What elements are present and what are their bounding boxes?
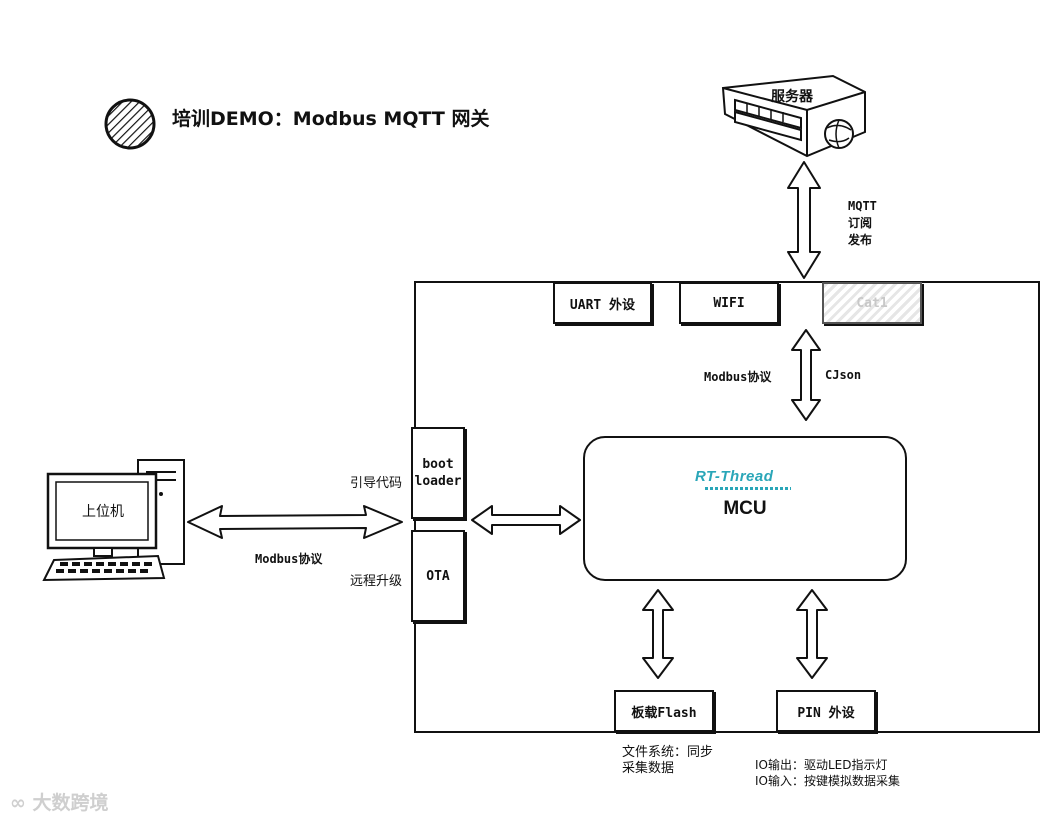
pin-note-output: IO输出：驱动LED指示灯 bbox=[755, 758, 888, 772]
ota-note: 远程升级 bbox=[350, 574, 403, 589]
flash-block: 板载Flash bbox=[614, 690, 714, 732]
pin-peripheral: PIN 外设 bbox=[776, 690, 876, 732]
uart-peripheral: UART 外设 bbox=[553, 282, 652, 324]
server-label: 服务器 bbox=[771, 89, 813, 105]
modbus-protocol-label: Modbus协议 bbox=[704, 370, 772, 384]
watermark-logo-icon: ∞ bbox=[10, 792, 26, 814]
computer-icon bbox=[42, 459, 185, 582]
pin-note-input: IO输入：按键模拟数据采集 bbox=[755, 774, 900, 788]
boot-mcu-arrow bbox=[471, 505, 581, 535]
host-label: 上位机 bbox=[82, 504, 124, 520]
bootloader-note: 引导代码 bbox=[350, 476, 403, 491]
server-arrow bbox=[787, 161, 821, 279]
rt-thread-logo-underline bbox=[705, 487, 791, 490]
mcu-label: MCU bbox=[723, 498, 767, 519]
cat1-module: Cat1 bbox=[822, 282, 922, 324]
flash-note: 文件系统：同步 采集数据 bbox=[622, 745, 714, 776]
ota-block: OTA bbox=[411, 530, 465, 622]
host-gateway-arrow bbox=[187, 505, 403, 539]
host-modbus-label: Modbus协议 bbox=[255, 552, 323, 566]
mcu-link-arrow bbox=[791, 329, 821, 421]
wifi-module: WIFI bbox=[679, 282, 779, 324]
mcu-flash-arrow bbox=[642, 589, 674, 679]
mcu-block: RT-Thread MCU bbox=[583, 436, 907, 581]
watermark-text: 大数跨境 bbox=[32, 792, 109, 814]
bootloader-block: boot loader bbox=[411, 427, 465, 519]
page-title: 培训DEMO：Modbus MQTT 网关 bbox=[172, 108, 490, 130]
mcu-pin-arrow bbox=[796, 589, 828, 679]
hatched-circle-icon bbox=[104, 98, 156, 150]
mqtt-label: MQTT 订阅 发布 bbox=[848, 199, 877, 247]
rt-thread-logo: RT-Thread bbox=[695, 468, 774, 485]
watermark: ∞ 大数跨境 bbox=[10, 788, 108, 815]
server-icon bbox=[721, 74, 866, 158]
cjson-label: CJson bbox=[825, 368, 862, 382]
